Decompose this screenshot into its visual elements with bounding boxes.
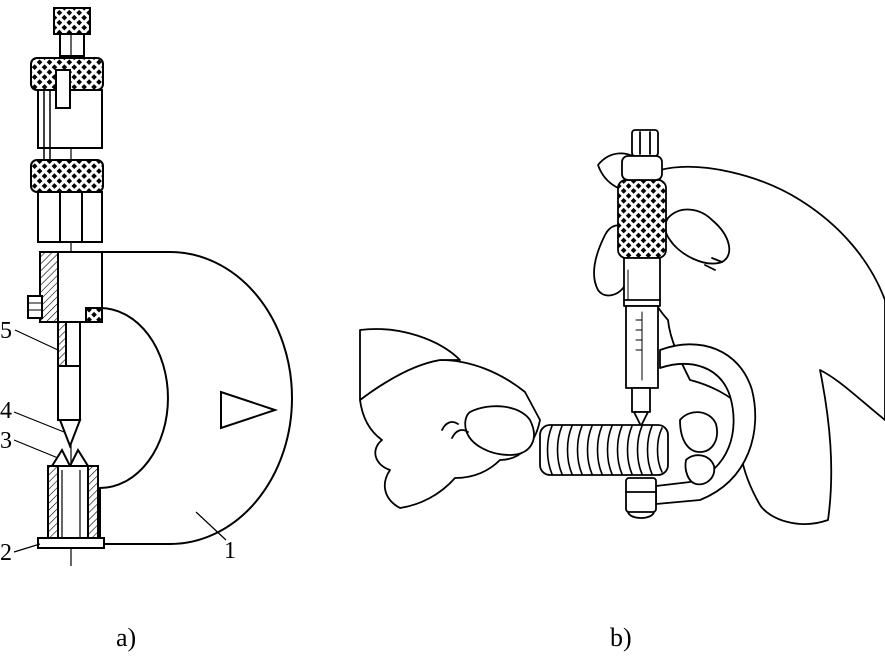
- callout-3: 3: [0, 428, 12, 454]
- callout-4: 4: [0, 398, 12, 424]
- triangle-mark: [220, 390, 279, 430]
- callout-1: 1: [224, 538, 236, 564]
- anvil-base: [37, 537, 105, 549]
- panel-b-drawing: [359, 129, 885, 525]
- micrometer-frame: [99, 251, 293, 545]
- panel-a-drawing: [13, 7, 293, 566]
- callout-5: 5: [0, 318, 12, 344]
- micrometer-cap: [631, 129, 659, 157]
- left-thumb: [464, 405, 535, 456]
- micrometer-frame-b: [655, 343, 757, 505]
- left-palm: [359, 328, 461, 401]
- micrometer-knurl: [617, 179, 667, 259]
- leader-2: [13, 543, 41, 553]
- lock-screw: [27, 295, 43, 319]
- lower-knurled-ring: [30, 159, 104, 193]
- callout-2: 2: [0, 540, 12, 566]
- caption-b: b): [610, 623, 632, 652]
- leader-5: [14, 329, 59, 351]
- leader-1: [195, 511, 227, 541]
- spindle-tip: [58, 419, 82, 449]
- top-knurled-cap: [53, 7, 91, 35]
- micrometer-tip: [633, 411, 649, 427]
- micrometer-thimble: [623, 257, 661, 307]
- leader-3: [13, 439, 59, 459]
- leader-4: [13, 411, 65, 433]
- threaded-workpiece: [539, 424, 669, 476]
- right-finger-lower: [679, 411, 718, 453]
- thread-lines: [546, 425, 663, 475]
- caption-a: a): [116, 623, 136, 652]
- anvil-b: [625, 477, 657, 513]
